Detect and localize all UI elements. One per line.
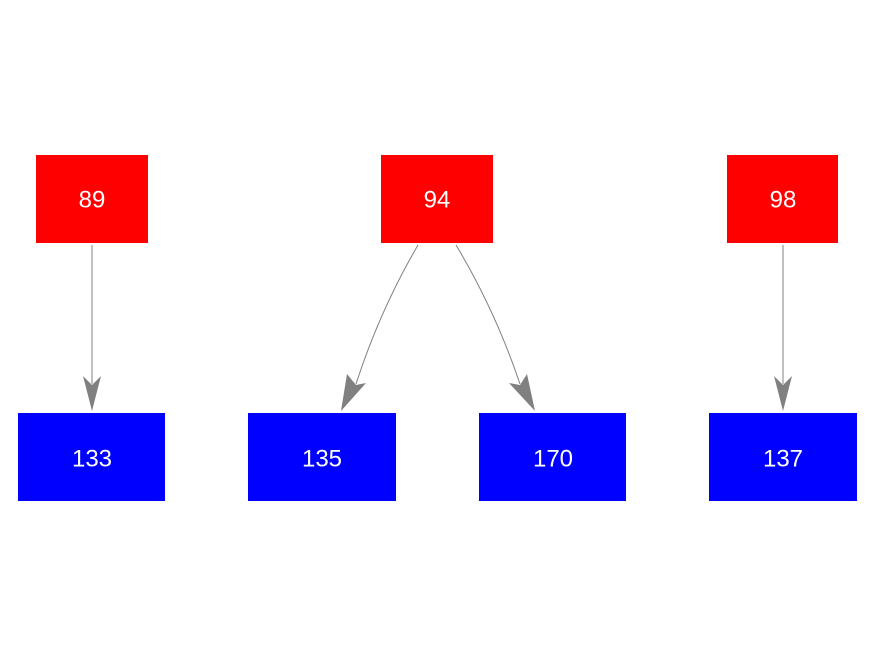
node-label: 94 — [424, 187, 451, 214]
node-label: 170 — [533, 446, 573, 473]
arrowhead — [774, 376, 792, 411]
edge-94-135 — [341, 244, 419, 411]
node-label: 137 — [763, 446, 803, 473]
node-label: 89 — [79, 187, 106, 214]
node-135[interactable]: 135 — [248, 413, 396, 501]
edge-94-170 — [455, 244, 535, 411]
node-label: 135 — [302, 446, 342, 473]
arrowhead — [83, 376, 101, 411]
node-137[interactable]: 137 — [709, 413, 857, 501]
edge-98-137 — [774, 245, 792, 411]
node-89[interactable]: 89 — [36, 155, 148, 243]
node-label: 133 — [72, 446, 112, 473]
node-94[interactable]: 94 — [381, 155, 493, 243]
node-133[interactable]: 133 — [18, 413, 165, 501]
arrowhead — [509, 374, 535, 411]
node-170[interactable]: 170 — [479, 413, 626, 501]
edge-89-133 — [83, 245, 101, 411]
node-label: 98 — [770, 187, 797, 214]
arrowhead — [341, 374, 366, 411]
node-98[interactable]: 98 — [727, 155, 838, 243]
